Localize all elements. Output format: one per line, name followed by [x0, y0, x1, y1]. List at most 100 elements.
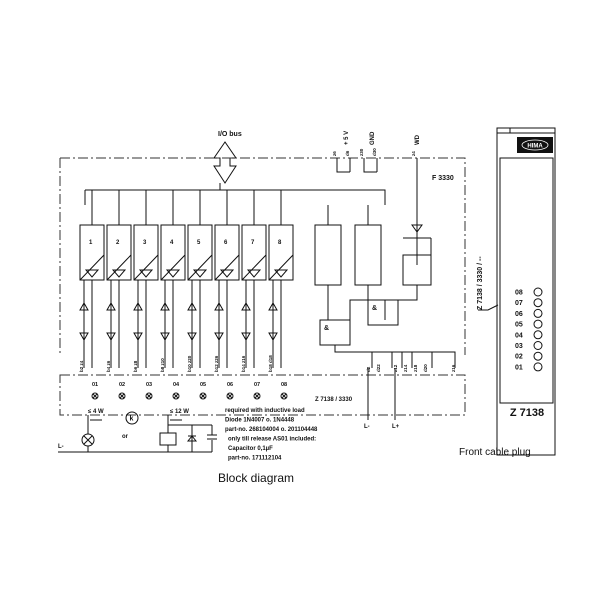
protection-diode-icon	[187, 301, 197, 342]
plug-led-number: 04	[515, 332, 523, 339]
terminal-label: b10 z20	[187, 355, 192, 372]
io-bus-arrow	[213, 141, 237, 184]
l-plus-label: L+	[392, 424, 400, 430]
plug-led-icon	[533, 298, 543, 308]
plug-ref: Z 7138 / 3330	[315, 397, 353, 403]
protection-diode-icon	[241, 301, 251, 342]
k-label: k	[130, 416, 134, 423]
channel-module	[187, 224, 213, 281]
module-label: F 3330	[432, 175, 454, 182]
channel-module	[241, 224, 267, 281]
led-number: 03	[146, 382, 152, 388]
diode-icon	[186, 435, 198, 442]
l-minus-label: L-	[364, 424, 370, 430]
led-icon	[253, 392, 261, 400]
terminal-label: b4 z6	[106, 360, 111, 372]
relay-k-icon	[125, 411, 139, 425]
led-cross	[200, 393, 206, 399]
channel-module	[268, 224, 294, 281]
plug-led-icon	[533, 319, 543, 329]
protection-diode-icon	[160, 301, 170, 342]
supply-gnd: GND	[370, 131, 376, 145]
channel-module	[106, 224, 132, 281]
protection-diode-icon	[214, 301, 224, 342]
supply-terminal: z30	[359, 148, 364, 156]
channel-number: 4	[170, 240, 174, 246]
channel-number: 1	[89, 240, 93, 246]
plug-led-icon	[533, 362, 543, 372]
supply-block-2	[354, 224, 382, 286]
internal-bus	[84, 183, 386, 205]
channel-number: 3	[143, 240, 147, 246]
relay-coil-icon	[159, 432, 177, 446]
plug-model: Z 7138	[510, 407, 544, 419]
led-icon	[226, 392, 234, 400]
terminal-label: b6 z8	[133, 360, 138, 372]
led-number: 01	[92, 382, 98, 388]
load-wiring	[58, 415, 213, 453]
terminal-label: d20	[423, 364, 428, 372]
terminal-label: z16	[451, 364, 456, 372]
terminal-label: b8 z10	[160, 358, 165, 372]
channel-module	[79, 224, 105, 281]
output-rails	[334, 345, 456, 368]
note-line: only till release AS01 included:	[228, 437, 316, 443]
protection-diode-icon	[79, 301, 89, 342]
channel-number: 7	[251, 240, 255, 246]
and-gate-2	[367, 299, 399, 326]
led-icon	[118, 392, 126, 400]
lamp-rating: ≤ 4 W	[88, 409, 104, 415]
module-boundary	[59, 157, 466, 355]
plug-led-icon	[533, 330, 543, 340]
note-line: required with inductive load	[225, 408, 305, 414]
channel-number: 5	[197, 240, 201, 246]
terminal-label: z14	[403, 364, 408, 372]
channel-output	[241, 254, 267, 368]
led-number: 02	[119, 382, 125, 388]
hima-logo-ring	[521, 139, 549, 151]
note-line: part-no. 171112104	[228, 456, 282, 462]
supply-terminal: z6	[332, 151, 337, 156]
lamp-cross	[83, 435, 93, 445]
channel-module	[133, 224, 159, 281]
supply-wiring	[336, 158, 418, 265]
supply-terminal: d30	[372, 148, 377, 156]
channel-output	[268, 254, 294, 368]
plug-led-number: 03	[515, 343, 523, 350]
note-line: part-no. 268104004 o. 201104448	[225, 427, 318, 433]
plug-led-icon	[533, 287, 543, 297]
terminal-label: d22	[376, 364, 381, 372]
capacitor-icon	[207, 434, 217, 440]
plug-led-number: 02	[515, 354, 523, 361]
plug-led-number: 07	[515, 300, 523, 307]
channel-output	[79, 254, 105, 368]
led-cross	[254, 393, 260, 399]
led-icon	[172, 392, 180, 400]
note-line: Capacitor 0,1µF	[228, 446, 273, 452]
l-minus-load: L-	[58, 444, 64, 450]
led-icon	[199, 392, 207, 400]
terminal-label: b18 d18	[268, 355, 273, 372]
plug-side-ref-leader	[478, 304, 499, 311]
led-number: 05	[200, 382, 206, 388]
terminal-label: z18	[413, 364, 418, 372]
io-bus-label: I/O bus	[218, 131, 242, 138]
protection-diode-icon	[268, 301, 278, 342]
channel-module	[160, 224, 186, 281]
supply-terminal: z4	[411, 151, 416, 156]
and-gate-2-symbol: &	[372, 305, 377, 312]
lamp-icon	[81, 433, 95, 447]
power-wiring	[367, 368, 396, 420]
led-cross	[119, 393, 125, 399]
led-cross	[146, 393, 152, 399]
supply-terminal: d6	[345, 150, 350, 156]
watchdog-wiring	[327, 205, 432, 345]
channel-output	[160, 254, 186, 368]
led-number: 07	[254, 382, 260, 388]
terminal-label: b2 z4	[79, 360, 84, 372]
plug-led-number: 05	[515, 322, 523, 329]
note-line: Diode 1N4007 o. 1N4448	[225, 418, 295, 424]
led-icon	[91, 392, 99, 400]
